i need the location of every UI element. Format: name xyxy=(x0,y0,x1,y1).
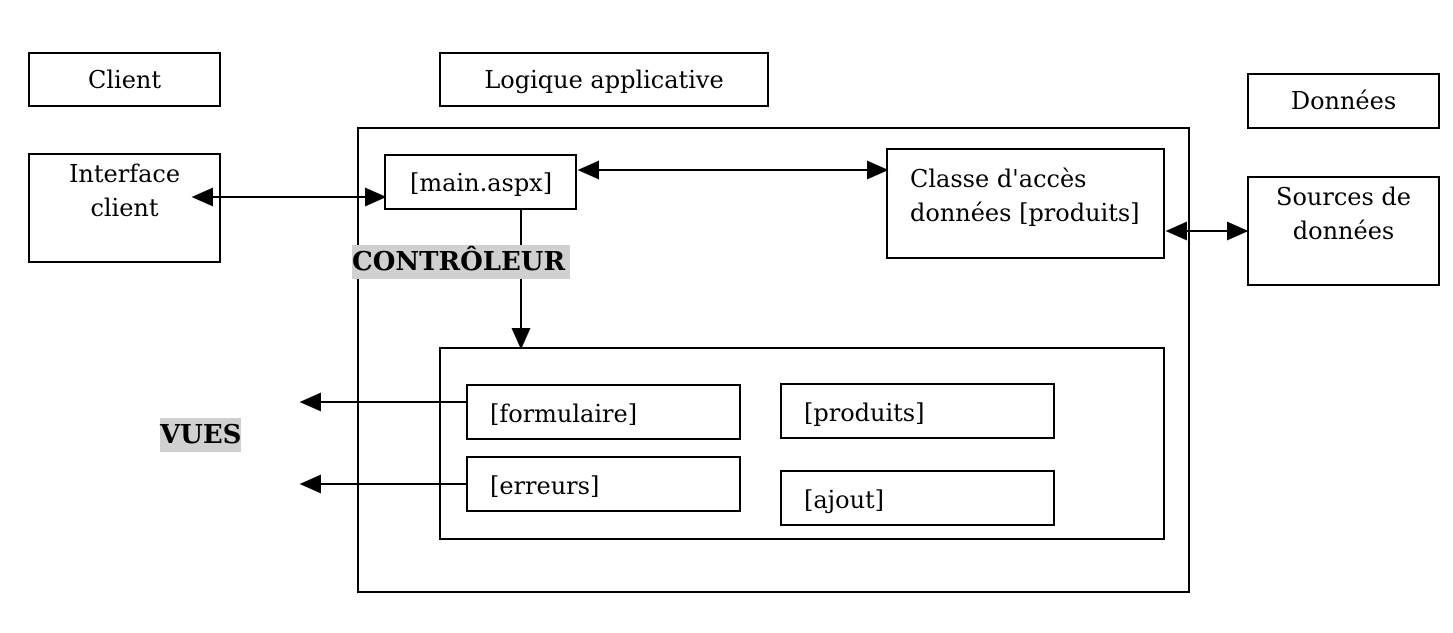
view-formulaire-label: [formulaire] xyxy=(490,400,638,428)
view-produits-box: [produits] xyxy=(780,383,1055,439)
data-access-class-label: Classe d'accès données [produits] xyxy=(910,165,1140,227)
data-header-box: Données xyxy=(1247,73,1440,129)
main-aspx-box: [main.aspx] xyxy=(384,154,577,210)
controller-tag: CONTRÔLEUR xyxy=(352,245,570,279)
arrowhead-down-icon xyxy=(511,328,531,350)
client-header-box: Client xyxy=(28,52,221,107)
view-produits-label: [produits] xyxy=(804,399,925,427)
view-ajout-label: [ajout] xyxy=(804,486,885,514)
view-formulaire-box: [formulaire] xyxy=(466,384,741,440)
arrowhead-left-icon xyxy=(299,392,321,412)
data-sources-box: Sources de données xyxy=(1247,176,1440,286)
interface-client-box: Interface client xyxy=(28,153,221,263)
arrowhead-right-icon xyxy=(1227,221,1249,241)
logic-header-label: Logique applicative xyxy=(484,65,724,94)
view-erreurs-label: [erreurs] xyxy=(490,472,600,500)
arrowhead-left-icon xyxy=(577,160,599,180)
data-header-label: Données xyxy=(1290,87,1397,115)
data-sources-label: Sources de données xyxy=(1276,183,1411,245)
view-erreurs-box: [erreurs] xyxy=(466,456,741,512)
main-aspx-label: [main.aspx] xyxy=(410,169,553,197)
interface-client-label: Interface client xyxy=(68,160,181,222)
arrowhead-right-icon xyxy=(365,187,387,207)
arrowhead-left-icon xyxy=(191,187,213,207)
arrowhead-right-icon xyxy=(867,160,889,180)
view-ajout-box: [ajout] xyxy=(780,470,1055,526)
arrowhead-left-icon xyxy=(299,474,321,494)
views-tag: VUES xyxy=(160,418,242,452)
arrowhead-left-icon xyxy=(1165,221,1187,241)
data-access-class-box: Classe d'accès données [produits] xyxy=(886,148,1165,259)
client-header-label: Client xyxy=(87,65,162,94)
logic-header-box: Logique applicative xyxy=(439,52,769,107)
